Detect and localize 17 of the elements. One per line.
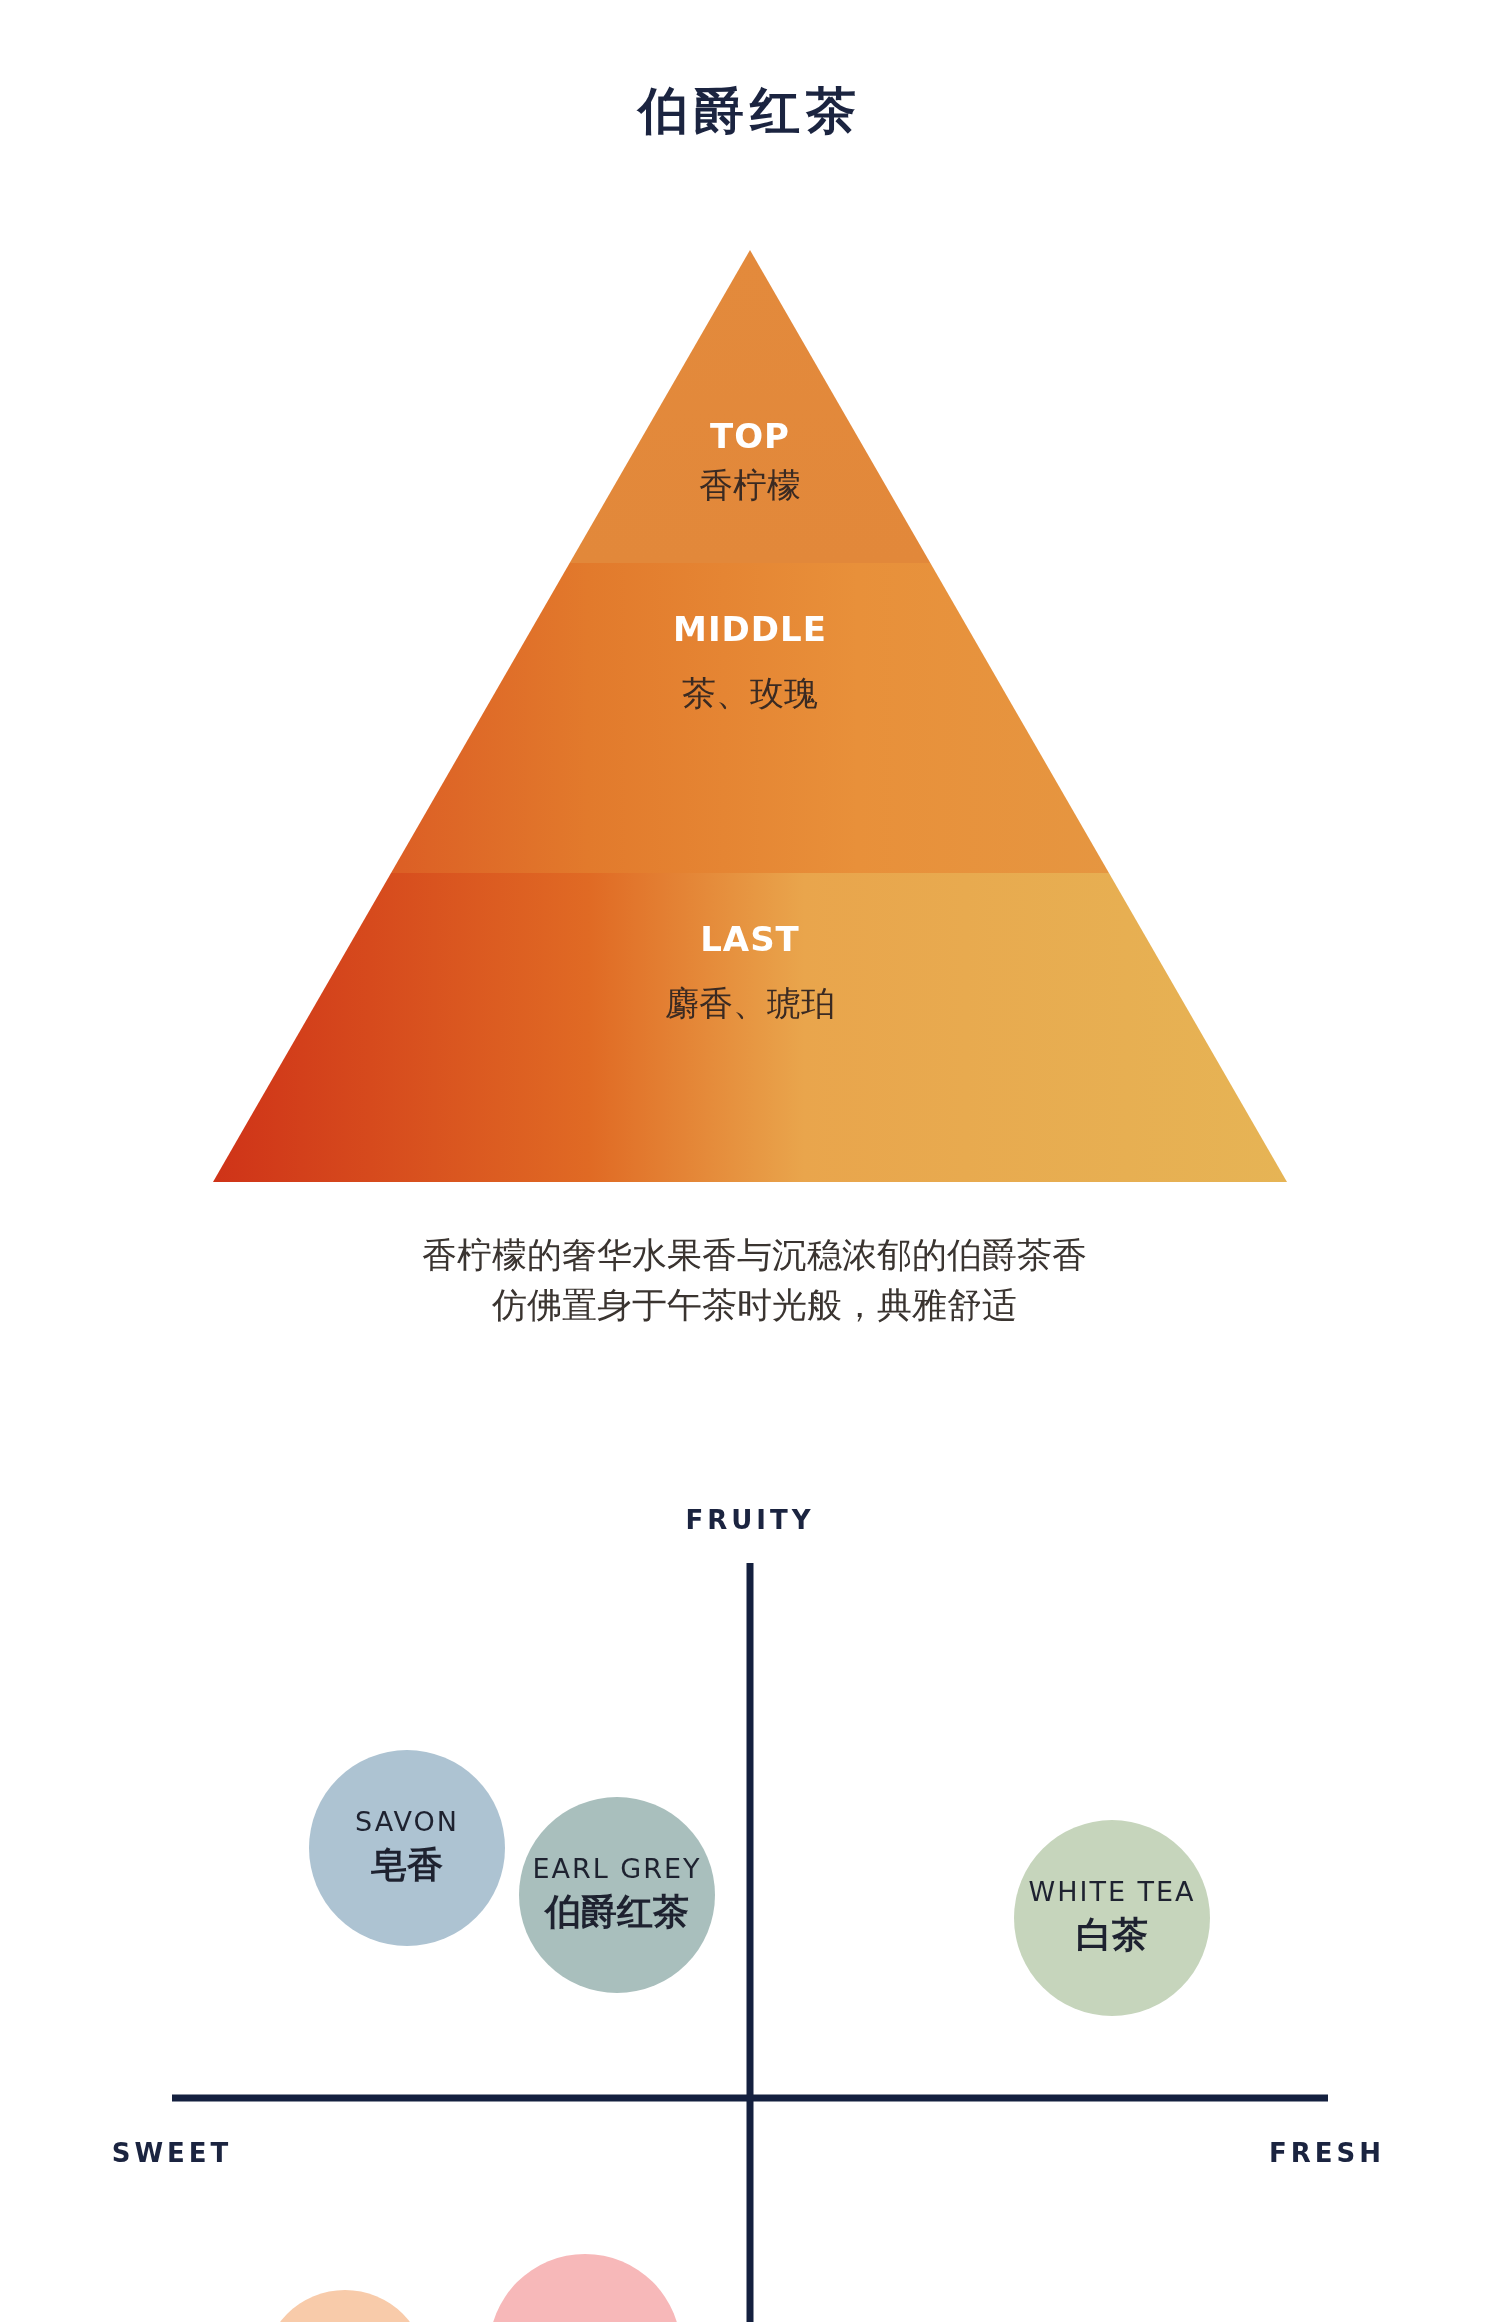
tier-notes: 麝香、琥珀 [665, 982, 835, 1023]
description: 香柠檬的奢华水果香与沉稳浓郁的伯爵茶香仿佛置身于午茶时光般，典雅舒适 [421, 1234, 1089, 1327]
tier-notes: 香柠檬 [699, 464, 801, 505]
title: 伯爵红茶 [635, 81, 863, 142]
scent-name: WHITE TEA [1028, 1876, 1196, 1907]
scent-name: SAVON [355, 1806, 459, 1837]
tier-heading: MIDDLE [673, 609, 827, 650]
tier-notes: 茶、玫瑰 [682, 673, 818, 714]
scent-name-chinese: 伯爵红茶 [545, 1890, 689, 1934]
tier-heading: LAST [700, 918, 800, 959]
scent-name: EARL GREY [532, 1853, 702, 1884]
tier-heading: TOP [710, 415, 790, 456]
scent-name-chinese: 皂香 [371, 1843, 443, 1887]
axis-label: SWEET [111, 2138, 233, 2168]
axis-label: FRUITY [685, 1505, 815, 1535]
scent-name-chinese: 白茶 [1076, 1913, 1148, 1957]
axis-label: FRESH [1269, 2138, 1385, 2168]
